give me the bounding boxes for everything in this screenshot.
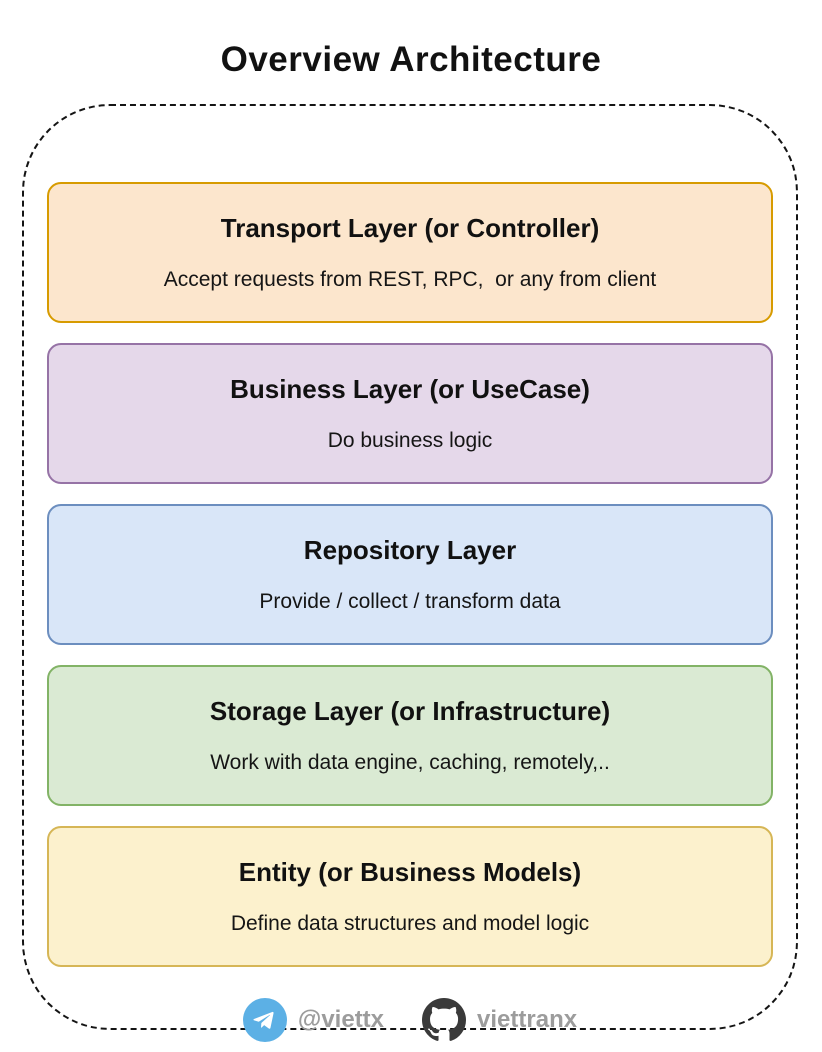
layer-card-entity: Entity (or Business Models) Define data … [47,826,773,967]
telegram-badge: @viettx [242,998,385,1042]
telegram-icon [242,998,287,1042]
layer-card-storage: Storage Layer (or Infrastructure) Work w… [47,665,773,806]
telegram-handle: @viettx [297,1006,385,1033]
layer-title: Repository Layer [303,534,517,565]
layer-title: Transport Layer (or Controller) [220,212,600,243]
layer-subtitle: Accept requests from REST, RPC, or any f… [163,268,657,292]
layer-title: Business Layer (or UseCase) [230,373,590,404]
layer-subtitle: Work with data engine, caching, remotely… [210,751,610,775]
architecture-container: Transport Layer (or Controller) Accept r… [22,104,798,1042]
layer-subtitle: Do business logic [327,429,493,453]
layer-title: Storage Layer (or Infrastructure) [209,695,611,726]
github-icon [422,998,467,1042]
layer-card-transport: Transport Layer (or Controller) Accept r… [47,182,773,323]
layer-subtitle: Provide / collect / transform data [259,590,561,614]
layer-title: Entity (or Business Models) [238,856,582,887]
github-badge: viettranx [422,998,577,1042]
page-title: Overview Architecture [220,40,602,79]
layer-card-business: Business Layer (or UseCase) Do business … [47,343,773,484]
github-handle: viettranx [477,1006,578,1033]
layer-card-repository: Repository Layer Provide / collect / tra… [47,504,773,645]
footer: @viettx viettranx [47,998,773,1042]
layer-subtitle: Define data structures and model logic [230,912,590,936]
